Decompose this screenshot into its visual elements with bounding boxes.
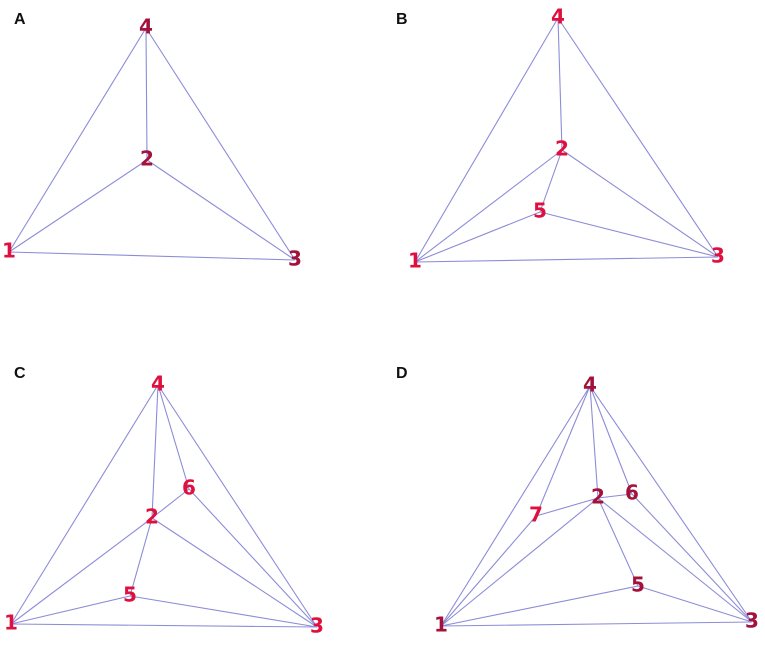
panel-d-edge-2-5 (597, 497, 639, 587)
panel-c-node-6: 6 (182, 476, 196, 500)
panel-d-node-1: 1 (434, 613, 448, 637)
panel-b-node-5: 5 (533, 199, 547, 223)
panel-b: B 4 2 5 1 3 (396, 5, 725, 273)
panel-d-node-4: 4 (583, 373, 597, 397)
panel-d-edge-2-1 (440, 497, 599, 627)
panel-a-nodes: 4 2 1 3 (2, 15, 302, 271)
panel-c-node-5: 5 (123, 583, 137, 607)
panel-b-edge-1-2 (414, 149, 563, 263)
panel-a-edge-1-2 (8, 159, 148, 253)
panel-c-edge-1-3 (10, 623, 318, 628)
panel-c-edge-4-3 (157, 384, 318, 628)
panel-c-edge-4-2 (151, 384, 159, 519)
panel-b-node-1: 1 (408, 249, 422, 273)
panel-b-node-4: 4 (551, 5, 565, 29)
panel-b-edge-2-3 (561, 149, 719, 258)
panel-c-edge-5-3 (129, 595, 318, 628)
panel-c-node-4: 4 (151, 372, 165, 396)
panel-b-edge-4-2 (557, 17, 563, 151)
panel-d-edge-7-2 (535, 497, 599, 517)
panel-c-nodes: 4 62 5 1 3 (4, 372, 324, 638)
panel-d-edge-5-3 (637, 585, 753, 623)
panel-a-edge-4-2 (145, 27, 148, 161)
panel-a-edge-2-3 (146, 159, 296, 261)
panel-d-edge-2-3 (597, 497, 753, 623)
panel-c-edge-6-2 (151, 488, 190, 519)
panel-label-b: B (396, 11, 408, 28)
panel-a: A 4 2 1 3 (2, 11, 302, 271)
panel-d-edge-4-3 (589, 385, 753, 623)
panel-a-edge-4-3 (145, 27, 296, 261)
panel-a-edge-4-1 (8, 27, 147, 253)
panel-c-edge-4-1 (10, 384, 159, 625)
panel-c-edge-6-3 (188, 488, 318, 628)
panel-c-node-1: 1 (4, 611, 18, 635)
panel-b-edge-1-3 (414, 256, 719, 263)
panel-d-edge-4-7 (535, 385, 591, 517)
panel-d-edge-4-6 (589, 385, 633, 495)
panel-d-node-6: 6 (625, 481, 639, 505)
panel-b-edge-4-1 (414, 17, 559, 263)
panel-d-node-2: 2 (591, 485, 605, 509)
panel-d-edges (440, 385, 753, 627)
panel-b-edge-1-5 (414, 211, 541, 263)
panel-d-edge-7-1 (440, 515, 537, 627)
panel-c-edges (10, 384, 318, 628)
panel-a-node-1: 1 (2, 239, 16, 263)
panel-a-node-3: 3 (288, 247, 302, 271)
panel-c-edge-2-5 (129, 517, 153, 597)
panel-d-node-5: 5 (631, 573, 645, 597)
panel-c-node-3: 3 (310, 614, 324, 638)
panel-c-edge-1-5 (10, 595, 131, 625)
panel-c-edge-2-1 (10, 517, 153, 625)
panel-b-node-2: 2 (555, 137, 569, 161)
panel-b-edge-4-3 (557, 17, 719, 258)
panel-d-edge-6-3 (631, 493, 753, 623)
panel-c-edge-2-3 (151, 517, 318, 628)
panel-c: C 4 62 5 1 3 (4, 365, 324, 638)
panel-d-edge-6-2 (597, 493, 633, 499)
panel-a-node-4: 4 (139, 15, 153, 39)
panel-a-edge-1-3 (8, 251, 296, 261)
panel-d-edge-1-3 (440, 621, 753, 627)
panel-label-d: D (396, 365, 408, 382)
panel-d-edge-5-1 (440, 585, 639, 627)
panel-a-edges (8, 27, 296, 261)
panel-b-edge-5-3 (539, 211, 719, 258)
panel-d-edge-4-1 (440, 385, 591, 627)
panel-b-nodes: 4 2 5 1 3 (408, 5, 725, 273)
panel-b-edges (414, 17, 719, 263)
panel-label-a: A (14, 11, 26, 28)
panel-c-edge-4-6 (157, 384, 190, 490)
panel-b-edge-5-2 (539, 149, 563, 213)
panel-d-edge-4-2 (589, 385, 599, 499)
panel-d-node-3: 3 (745, 609, 759, 633)
panel-a-node-2: 2 (140, 147, 154, 171)
panel-d-node-7: 7 (529, 503, 543, 527)
panel-label-c: C (14, 365, 26, 382)
panel-c-node-2: 2 (145, 505, 159, 529)
panel-b-node-3: 3 (711, 244, 725, 268)
